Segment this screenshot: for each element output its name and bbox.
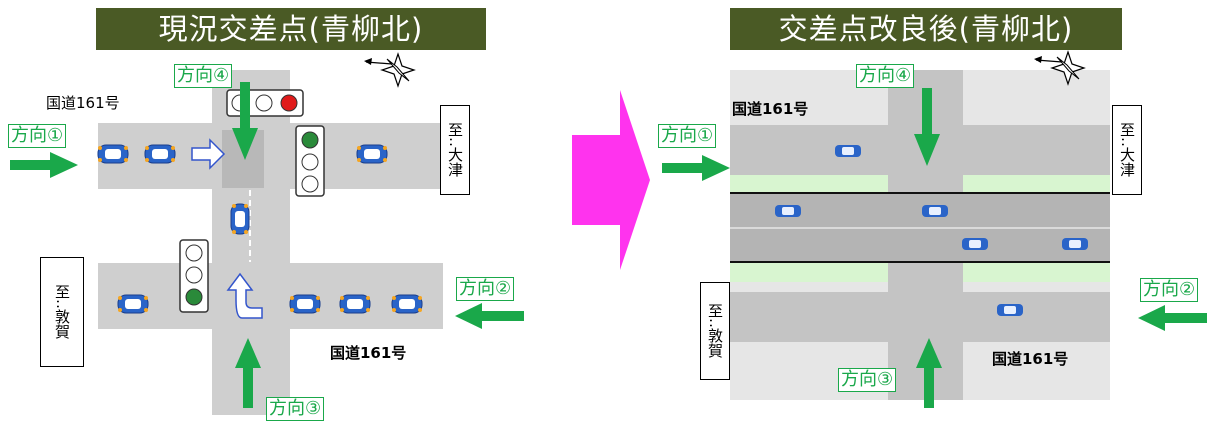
after-car — [922, 205, 948, 217]
after-route-label-bottom: 国道161号 — [992, 350, 1069, 368]
after-car — [835, 145, 861, 157]
transition-arrow — [572, 90, 650, 270]
after-title: 交差点改良後(青柳北) — [730, 8, 1122, 50]
after-car — [1062, 238, 1088, 250]
after-dest-tsuruga: 至‥敦賀 — [700, 282, 730, 380]
before-signal-right — [295, 125, 325, 197]
before-title: 現況交差点(青柳北) — [96, 8, 486, 50]
before-car — [117, 294, 149, 314]
before-arrow-dir3 — [235, 338, 261, 408]
before-dest-otsu: 至‥大津 — [440, 105, 470, 195]
after-direction-4-label: 方向④ — [856, 64, 915, 88]
before-car — [356, 144, 388, 164]
before-car — [230, 203, 250, 235]
before-car — [289, 294, 321, 314]
before-signal-top — [226, 89, 304, 117]
before-dest-tsuruga: 至‥敦賀 — [40, 257, 84, 367]
before-route-label-bottom: 国道161号 — [330, 344, 407, 362]
before-route-label-top: 国道161号 — [46, 94, 120, 112]
after-car — [962, 238, 988, 250]
after-arrow-dir1 — [662, 155, 730, 181]
before-direction-4-label: 方向④ — [174, 64, 233, 88]
before-straight-arrow — [191, 138, 226, 170]
after-arrow-dir3 — [916, 338, 942, 408]
after-direction-2-label: 方向② — [1140, 278, 1199, 302]
after-arrow-dir2 — [1138, 305, 1207, 331]
before-arrow-dir2 — [455, 303, 524, 329]
before-map — [10, 52, 524, 415]
after-dest-otsu: 至‥大津 — [1112, 105, 1142, 195]
before-direction-2-label: 方向② — [456, 277, 515, 301]
before-direction-3-label: 方向③ — [266, 397, 325, 421]
before-turn-arrow — [226, 272, 263, 319]
before-car — [144, 144, 176, 164]
before-car — [339, 294, 371, 314]
before-compass-icon — [364, 52, 416, 88]
before-arrow-dir1 — [10, 152, 78, 178]
after-map — [662, 50, 1207, 408]
after-direction-3-label: 方向③ — [838, 368, 897, 392]
after-route-label-top: 国道161号 — [732, 100, 809, 118]
before-direction-1-label: 方向① — [8, 124, 67, 148]
after-direction-1-label: 方向① — [658, 124, 717, 148]
after-arrow-dir4 — [914, 88, 940, 166]
after-car — [997, 304, 1023, 316]
after-compass-icon — [1034, 50, 1086, 86]
before-arrow-dir4 — [232, 82, 258, 160]
before-car — [97, 144, 129, 164]
before-signal-left — [179, 239, 209, 313]
after-car — [775, 205, 801, 217]
before-car — [391, 294, 423, 314]
